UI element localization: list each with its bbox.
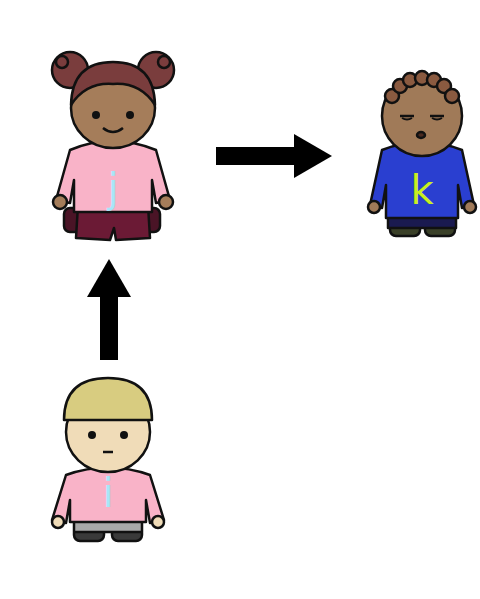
arrow-part xyxy=(100,295,118,360)
arrow-part xyxy=(294,134,332,178)
shirt-letter: i xyxy=(102,473,113,513)
block-arrow xyxy=(87,259,131,360)
arrow-part xyxy=(216,147,296,165)
shirt-letter: k xyxy=(410,170,433,210)
shirt-letter: j xyxy=(107,168,118,208)
child-figure xyxy=(52,378,164,541)
boy-figure xyxy=(368,71,476,236)
girl-figure xyxy=(52,52,174,240)
character-node: j xyxy=(50,40,182,245)
arrow-part xyxy=(87,259,131,297)
block-arrow xyxy=(216,134,332,178)
character-node: i xyxy=(48,374,168,546)
character-node: k xyxy=(366,72,478,240)
